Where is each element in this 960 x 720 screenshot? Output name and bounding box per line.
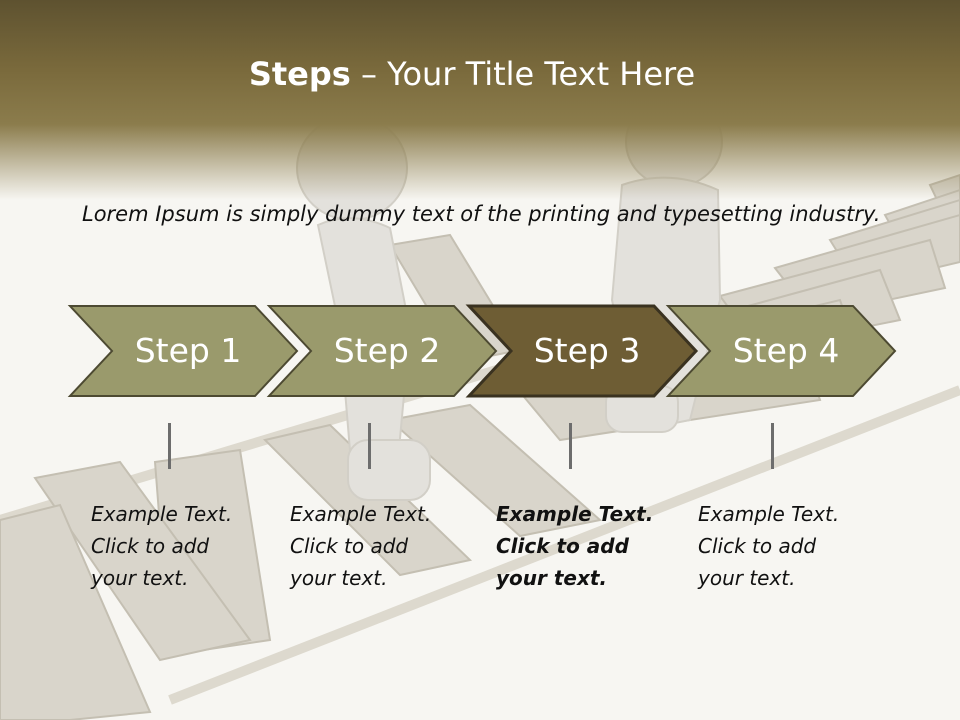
step-4-chevron[interactable] <box>665 305 897 397</box>
step-2-caption[interactable]: Example Text. Click to add your text. <box>290 498 470 594</box>
header-band <box>0 0 960 200</box>
intro-text[interactable]: Lorem Ipsum is simply dummy text of the … <box>82 202 881 226</box>
caption-line: your text. <box>290 566 388 590</box>
caption-line: Click to add <box>496 534 629 558</box>
step-3-connector <box>569 423 572 469</box>
step-1-chevron[interactable] <box>67 305 299 397</box>
caption-line: Example Text. <box>698 502 840 526</box>
step-4-label: Step 4 <box>732 331 840 370</box>
step-2-label: Step 2 <box>333 331 441 370</box>
caption-line: Example Text. <box>290 502 432 526</box>
step-1-connector <box>168 423 171 469</box>
step-3-caption[interactable]: Example Text. Click to add your text. <box>496 498 676 594</box>
step-4-connector <box>771 423 774 469</box>
step-4-caption[interactable]: Example Text. Click to add your text. <box>698 498 878 594</box>
caption-line: your text. <box>91 566 189 590</box>
title-rest: – Your Title Text Here <box>350 55 696 93</box>
caption-line: your text. <box>698 566 796 590</box>
step-3-chevron[interactable] <box>465 304 699 398</box>
slide-title[interactable]: Steps – Your Title Text Here <box>0 52 944 96</box>
step-2-connector <box>368 423 371 469</box>
caption-line: your text. <box>496 566 608 590</box>
step-2-chevron[interactable] <box>266 305 498 397</box>
caption-line: Example Text. <box>91 502 233 526</box>
caption-line: Click to add <box>290 534 409 558</box>
caption-line: Example Text. <box>496 502 654 526</box>
caption-line: Click to add <box>91 534 210 558</box>
title-strong: Steps <box>248 55 351 93</box>
step-1-label: Step 1 <box>134 331 242 370</box>
caption-line: Click to add <box>698 534 817 558</box>
step-3-label: Step 3 <box>533 331 641 370</box>
step-1-caption[interactable]: Example Text. Click to add your text. <box>91 498 271 594</box>
